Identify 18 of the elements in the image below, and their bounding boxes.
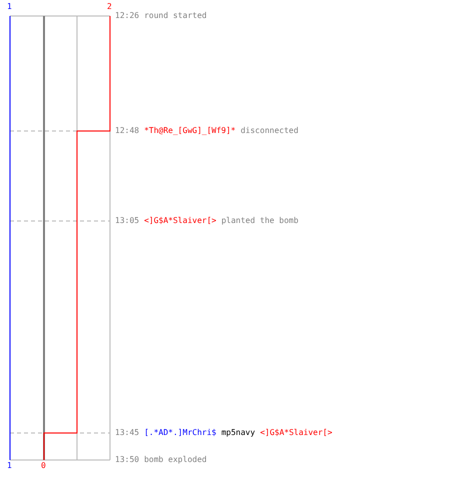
count-label: 0 (41, 461, 46, 471)
time-label: 12:26 (115, 11, 140, 21)
player-name: [.*AD*.]MrChri$ (144, 428, 216, 438)
time-label: 13:45 (115, 428, 140, 438)
event-text: round started (144, 11, 207, 21)
weapon-name: mp5navy (221, 428, 256, 438)
player-name: <]G$A*Slaiver[> (144, 216, 216, 226)
count-label: 2 (107, 2, 112, 12)
time-label: 13:50 (115, 455, 140, 465)
event-text: planted the bomb (221, 216, 298, 226)
event-text: disconnected (240, 126, 298, 136)
player-name: <]G$A*Slaiver[> (260, 428, 332, 438)
count-label: 1 (7, 2, 12, 12)
count-label: 1 (7, 461, 12, 471)
event-text: bomb exploded (144, 455, 207, 465)
time-label: 12:48 (115, 126, 140, 136)
player-name: *Th@Re_[GwG]_[Wf9]* (144, 126, 236, 136)
time-label: 13:05 (115, 216, 140, 226)
